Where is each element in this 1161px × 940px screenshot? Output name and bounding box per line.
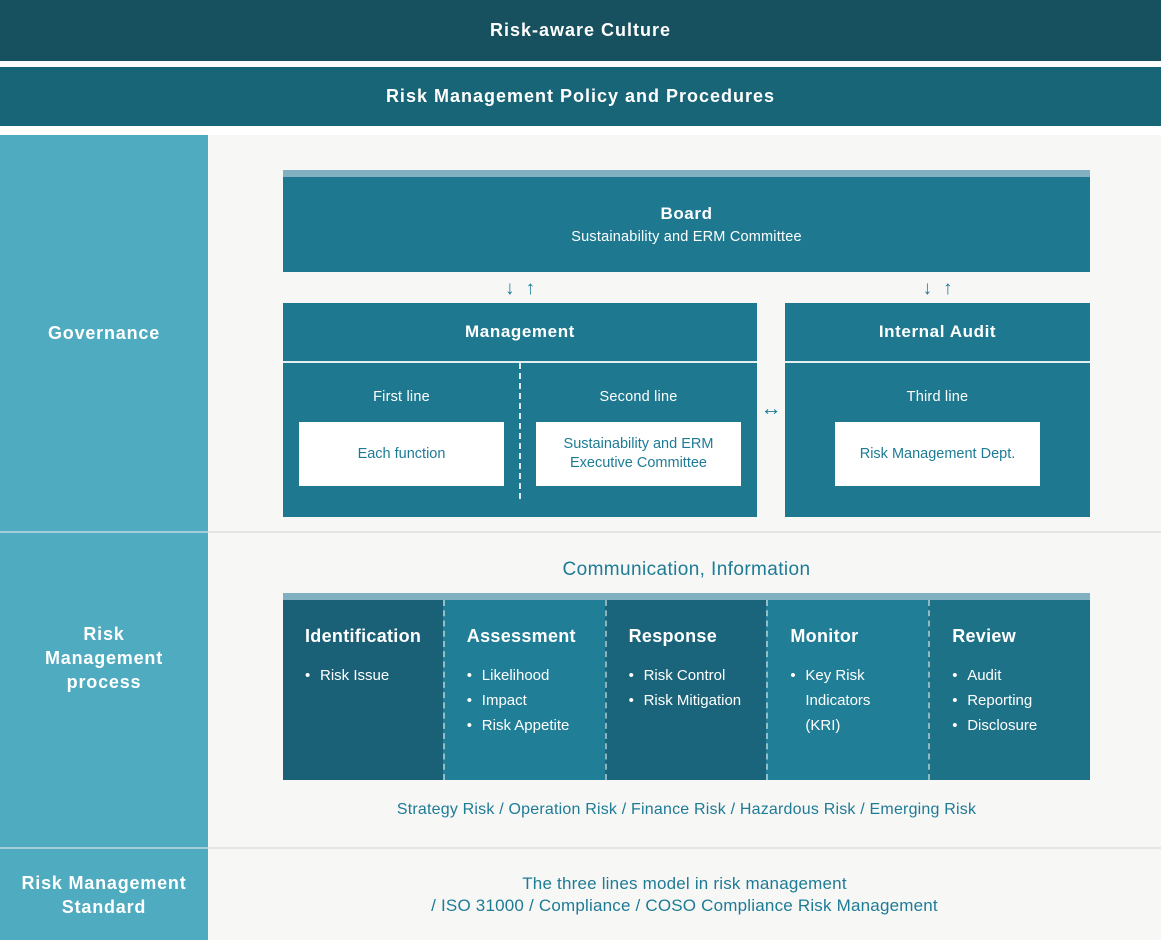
arrow-left-right-icon: ↔ <box>760 397 782 420</box>
column-title: Identification <box>305 626 422 646</box>
standard-label: Risk Management Standard <box>21 872 187 917</box>
risk-aware-culture-bar: Risk-aware Culture <box>0 0 1161 61</box>
governance-label: Governance <box>47 323 161 343</box>
column-identification: Identification Risk Issue <box>283 600 443 780</box>
list-item: Risk Issue <box>305 663 435 688</box>
second-line-label: Second line <box>599 389 678 405</box>
sidebar-section-process: Risk Management process <box>0 531 208 847</box>
dashed-divider <box>519 363 521 499</box>
column-items: Risk Control Risk Mitigation <box>629 663 759 713</box>
list-item: Impact <box>467 688 597 713</box>
policy-procedures-bar: Risk Management Policy and Procedures <box>0 67 1161 126</box>
third-line-section: Third line Risk Management Dept. <box>785 363 1090 515</box>
bar-gap <box>0 61 1161 67</box>
process-top-strip <box>283 593 1090 600</box>
third-line-label: Third line <box>906 389 969 405</box>
management-title: Management <box>283 303 757 363</box>
column-items: Audit Reporting Disclosure <box>952 663 1082 738</box>
management-body: First line Each function Second line Sus… <box>283 363 757 515</box>
board-management-arrows: ↓ ↑ <box>283 276 757 302</box>
risk-types-line: Strategy Risk / Operation Risk / Finance… <box>396 801 977 818</box>
second-line-section: Second line Sustainability and ERM Execu… <box>520 363 757 515</box>
standard-line-2: / ISO 31000 / Compliance / COSO Complian… <box>431 895 938 915</box>
communication-heading: Communication, Information <box>562 559 811 580</box>
bar-gap <box>0 126 1161 135</box>
board-top-strip <box>283 170 1090 177</box>
list-item: Risk Appetite <box>467 713 597 738</box>
arrow-up-icon: ↑ <box>943 278 953 299</box>
standard-line-1: The three lines model in risk management <box>522 873 847 893</box>
column-monitor: Monitor Key Risk Indicators (KRI) <box>766 600 929 780</box>
standard-text: The three lines model in risk management… <box>208 849 1161 940</box>
erm-executive-committee-box: Sustainability and ERM Executive Committ… <box>536 422 741 486</box>
column-items: Risk Issue <box>305 663 435 688</box>
list-item: Reporting <box>952 688 1082 713</box>
arrow-down-icon: ↓ <box>922 278 933 299</box>
list-item: Risk Control <box>629 663 759 688</box>
arrow-up-icon: ↑ <box>525 278 536 299</box>
list-item: Audit <box>952 663 1082 688</box>
internal-audit-title: Internal Audit <box>785 303 1090 363</box>
board-subtitle: Sustainability and ERM Committee <box>571 229 802 245</box>
column-response: Response Risk Control Risk Mitigation <box>604 600 767 780</box>
risk-management-dept-box: Risk Management Dept. <box>835 422 1040 486</box>
management-box: Management First line Each function Seco… <box>283 303 757 517</box>
standard-content: The three lines model in risk management… <box>208 847 1161 940</box>
process-columns: Identification Risk Issue Assessment Lik… <box>283 600 1090 780</box>
column-title: Monitor <box>790 626 859 646</box>
list-item: Key Risk Indicators (KRI) <box>790 663 920 738</box>
column-title: Review <box>952 626 1017 646</box>
list-item: Disclosure <box>952 713 1082 738</box>
standard-row: Risk Management Standard The three lines… <box>0 847 1161 940</box>
process-label: Risk Management process <box>44 624 164 692</box>
list-item: Risk Mitigation <box>629 688 759 713</box>
board-body: Board Sustainability and ERM Committee <box>283 177 1090 272</box>
arrow-down-icon: ↓ <box>505 278 515 299</box>
column-review: Review Audit Reporting Disclosure <box>928 600 1090 780</box>
sidebar-section-governance: Governance <box>0 135 208 531</box>
column-items: Key Risk Indicators (KRI) <box>790 663 920 738</box>
each-function-box: Each function <box>299 422 504 486</box>
risk-aware-culture-label: Risk-aware Culture <box>489 20 672 40</box>
board-title: Board <box>660 204 713 223</box>
board-audit-arrows: ↓ ↑ <box>785 276 1090 302</box>
list-item: Likelihood <box>467 663 597 688</box>
column-items: Likelihood Impact Risk Appetite <box>467 663 597 738</box>
first-line-section: First line Each function <box>283 363 520 515</box>
column-title: Response <box>628 626 718 646</box>
internal-audit-body: Third line Risk Management Dept. <box>785 363 1090 515</box>
process-content: Communication, Information Identificatio… <box>208 531 1161 847</box>
governance-content: Board Sustainability and ERM Committee ↓… <box>208 135 1161 531</box>
governance-row: Governance Board Sustainability and ERM … <box>0 135 1161 531</box>
first-line-label: First line <box>373 389 430 405</box>
policy-procedures-label: Risk Management Policy and Procedures <box>385 86 776 106</box>
column-assessment: Assessment Likelihood Impact Risk Appeti… <box>442 600 605 780</box>
process-row: Risk Management process Communication, I… <box>0 531 1161 847</box>
column-title: Assessment <box>466 626 576 646</box>
process-band: Identification Risk Issue Assessment Lik… <box>283 593 1090 780</box>
internal-audit-box: Internal Audit Third line Risk Managemen… <box>785 303 1090 517</box>
sidebar-section-standard: Risk Management Standard <box>0 847 208 940</box>
board-box: Board Sustainability and ERM Committee <box>283 170 1090 272</box>
